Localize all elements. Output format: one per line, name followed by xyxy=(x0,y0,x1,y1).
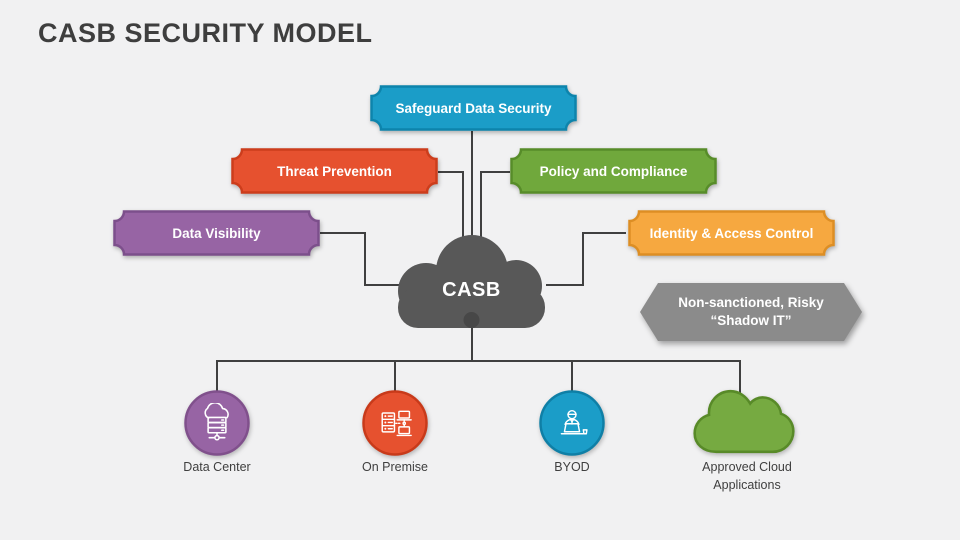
cloud-shape xyxy=(693,389,795,454)
endpoint-approved-cloud xyxy=(690,384,798,458)
hexagon-shape xyxy=(640,283,862,341)
node-shadow-it-hexagon: Non-sanctioned, Risky “Shadow IT” xyxy=(640,283,862,341)
node-data-visibility: Data Visibility xyxy=(113,210,320,256)
page-title: CASB SECURITY MODEL xyxy=(38,18,373,48)
endpoint-on-premise xyxy=(362,390,428,456)
node-identity-access-control: Identity & Access Control xyxy=(628,210,835,256)
plaque-shape xyxy=(628,210,835,256)
plaque-shape xyxy=(370,85,577,131)
endpoint-label-on-premise: On Premise xyxy=(362,460,428,474)
node-label: Threat Prevention xyxy=(277,163,392,179)
node-label: Policy and Compliance xyxy=(539,163,688,179)
shadow-it-label: Non-sanctioned, Risky “Shadow IT” xyxy=(678,294,824,328)
casb-label: CASB xyxy=(442,279,501,301)
node-safeguard-data-security: Safeguard Data Security xyxy=(370,85,577,131)
plaque-shape xyxy=(231,148,438,194)
cloud-server-icon xyxy=(204,403,229,441)
server-laptop-icon xyxy=(381,410,412,437)
endpoint-label-data-center: Data Center xyxy=(183,460,251,474)
node-policy-and-compliance: Policy and Compliance xyxy=(510,148,717,194)
endpoint-label-byod: BYOD xyxy=(554,460,590,474)
connector-dot xyxy=(463,312,480,328)
plaque-shape xyxy=(510,148,717,194)
node-threat-prevention: Threat Prevention xyxy=(231,148,438,194)
casb-cloud: CASB xyxy=(384,231,559,328)
cloud-shape xyxy=(398,235,545,328)
node-label: Data Visibility xyxy=(172,225,261,241)
node-label: Identity & Access Control xyxy=(649,225,814,241)
endpoint-label-approved-cloud: Approved Cloud Applications xyxy=(702,460,792,492)
endpoint-byod xyxy=(539,390,605,456)
person-laptop-icon xyxy=(560,409,588,435)
plaque-shape xyxy=(113,210,320,256)
endpoint-data-center xyxy=(184,390,250,456)
node-label: Safeguard Data Security xyxy=(395,100,552,116)
